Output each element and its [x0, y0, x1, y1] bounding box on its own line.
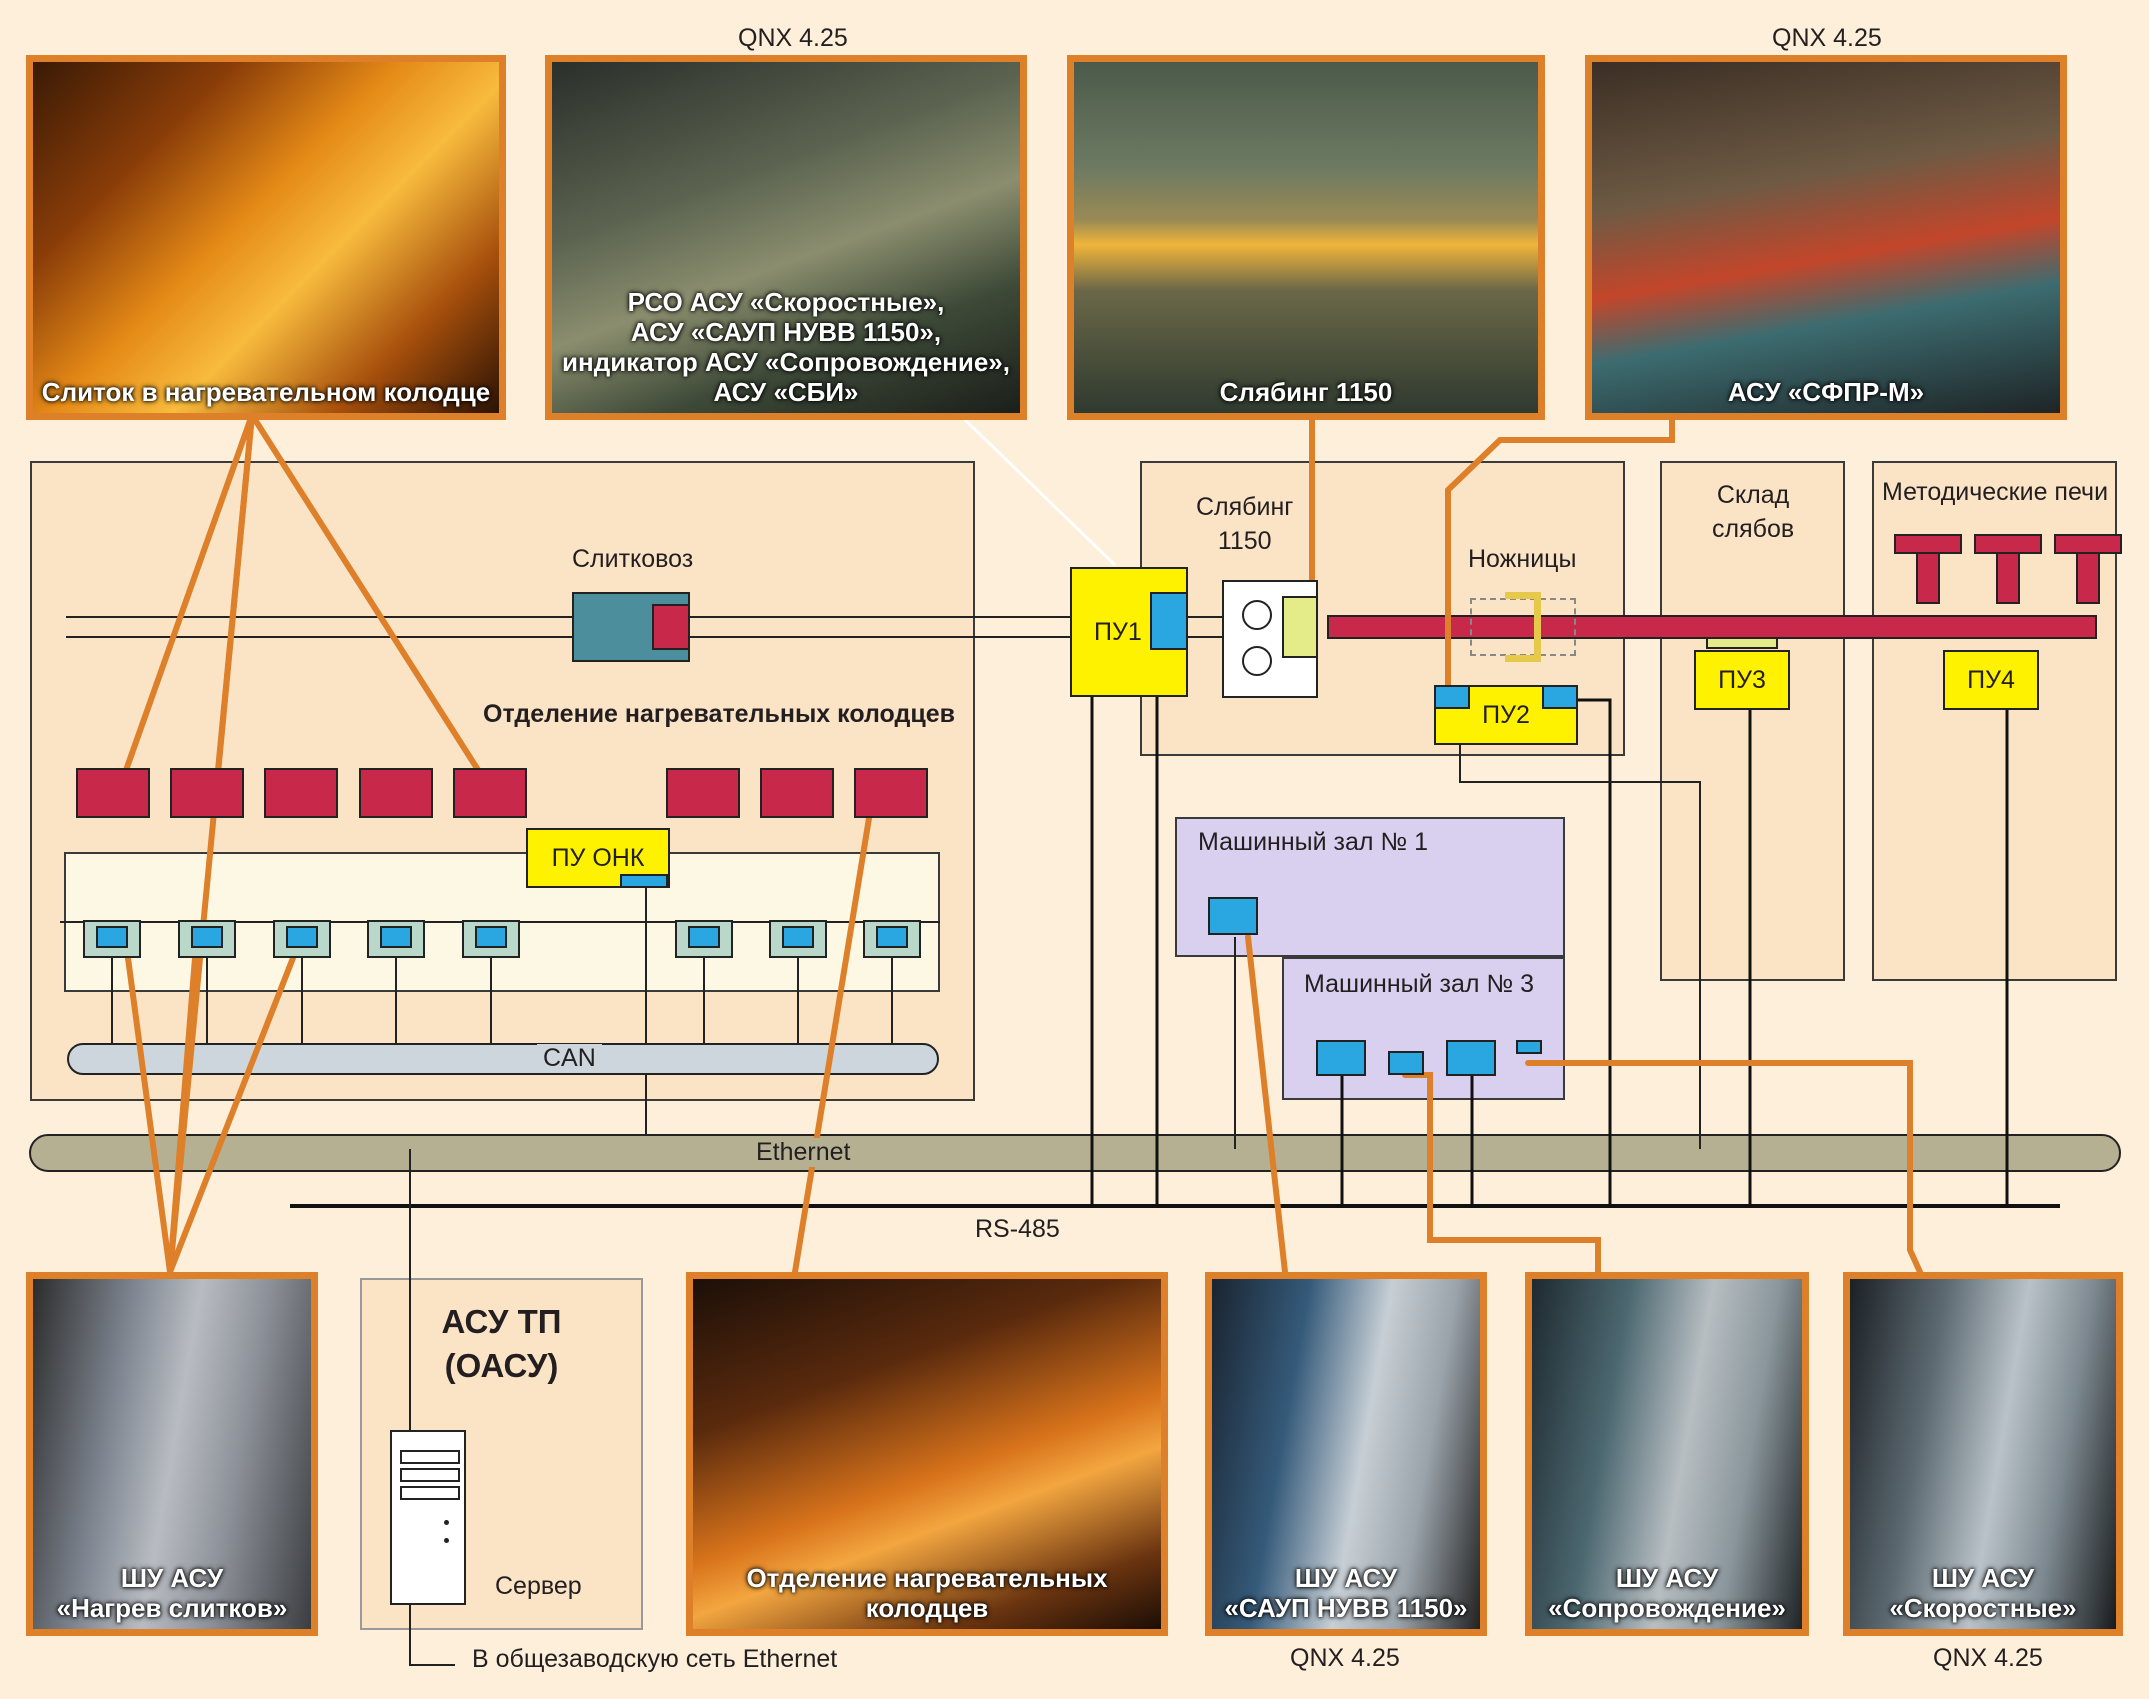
slab-store-label: Склад слябов [1712, 481, 1795, 543]
asu-tp-title: АСУ ТП (ОАСУ) [441, 1303, 562, 1384]
photo-sfpr: АСУ «СФПР-М» [1585, 55, 2067, 420]
photo-heating-cabinet: ШУ АСУ «Нагрев слитков» [26, 1272, 318, 1636]
caption-control-room: РСО АСУ «Скоростные», АСУ «САУП НУВВ 115… [562, 287, 1010, 407]
furnace-3 [2054, 534, 2122, 606]
pu3: ПУ3 [1694, 650, 1790, 710]
photo-tracking-cabinet: ШУ АСУ «Сопровождение» [1525, 1272, 1809, 1636]
pit-unit [854, 768, 928, 818]
caption-ingot: Слиток в нагревательном колодце [41, 377, 491, 407]
hall3-node-4 [1516, 1040, 1542, 1054]
furnaces-label: Методические печи [1882, 478, 2109, 506]
caption-sfpr: АСУ «СФПР-М» [1727, 377, 1925, 407]
caption-heating: ШУ АСУ «Нагрев слитков» [56, 1563, 288, 1623]
server-label: Сервер [495, 1572, 582, 1600]
machine-hall-3-label: Машинный зал № 3 [1304, 970, 1535, 998]
can-label: CAN [537, 1044, 602, 1073]
pu1-port [1150, 592, 1188, 650]
can-module [769, 920, 827, 958]
pu2-port-right [1542, 685, 1578, 709]
slab-line [1327, 615, 2097, 639]
pu-onk-port [620, 874, 668, 888]
can-module [83, 920, 141, 958]
pit-unit [453, 768, 527, 818]
photo-slabbing: Слябинг 1150 [1067, 55, 1545, 420]
ethernet-bus [29, 1134, 2121, 1172]
can-module [863, 920, 921, 958]
hall3-node-3 [1446, 1040, 1496, 1076]
rs485-label: RS-485 [975, 1215, 1060, 1243]
photo-speed-cabinet: ШУ АСУ «Скоростные» [1843, 1272, 2123, 1636]
soaking-pits-label: Отделение нагревательных колодцев [483, 700, 955, 728]
can-module [178, 920, 236, 958]
pu2-port-left [1434, 685, 1470, 709]
furnace-2 [1974, 534, 2042, 606]
caption-saup: ШУ АСУ «САУП НУВВ 1150» [1224, 1563, 1468, 1623]
shears-blade [1505, 592, 1541, 662]
network-note: В общезаводскую сеть Ethernet [472, 1645, 838, 1673]
caption-speed: ШУ АСУ «Скоростные» [1889, 1563, 2077, 1623]
ethernet-label: Ethernet [748, 1138, 859, 1167]
server-icon [390, 1430, 466, 1605]
mill-stand-drive [1282, 596, 1318, 658]
photo-ingot: Слиток в нагревательном колодце [26, 55, 506, 420]
pit-unit [170, 768, 244, 818]
qnx-label-bottom-speed: QNX 4.25 [1933, 1644, 2043, 1672]
can-module [675, 920, 733, 958]
pit-unit [76, 768, 150, 818]
hall1-node [1208, 897, 1258, 935]
pu4: ПУ4 [1943, 650, 2039, 710]
can-module [367, 920, 425, 958]
caption-tracking: ШУ АСУ «Сопровождение» [1548, 1563, 1786, 1623]
pit-unit [359, 768, 433, 818]
qnx-label-bottom-saup: QNX 4.25 [1290, 1644, 1400, 1672]
shears-label: Ножницы [1468, 545, 1577, 573]
ingot-car-load [652, 604, 690, 650]
caption-pits: Отделение нагревательных колодцев [746, 1563, 1108, 1623]
caption-slabbing: Слябинг 1150 [1219, 377, 1393, 407]
pit-unit [666, 768, 740, 818]
pit-unit [264, 768, 338, 818]
qnx-label-top-left: QNX 4.25 [738, 24, 848, 52]
can-module [462, 920, 520, 958]
photo-control-room: РСО АСУ «Скоростные», АСУ «САУП НУВВ 115… [545, 55, 1027, 420]
pu3-mount [1706, 637, 1778, 649]
qnx-label-top-right: QNX 4.25 [1772, 24, 1882, 52]
pit-unit [760, 768, 834, 818]
machine-hall-1-label: Машинный зал № 1 [1198, 828, 1429, 856]
ingot-car-label: Слитковоз [572, 545, 694, 573]
photo-pits: Отделение нагревательных колодцев [686, 1272, 1168, 1636]
slabbing-label: Слябинг 1150 [1196, 493, 1294, 555]
slab-store-zone [1660, 461, 1845, 981]
hall3-node-2 [1388, 1051, 1424, 1075]
hall3-node-1 [1316, 1040, 1366, 1076]
can-module [273, 920, 331, 958]
can-bus [67, 1043, 939, 1075]
furnace-1 [1894, 534, 1962, 606]
photo-saup-cabinet: ШУ АСУ «САУП НУВВ 1150» [1205, 1272, 1487, 1636]
